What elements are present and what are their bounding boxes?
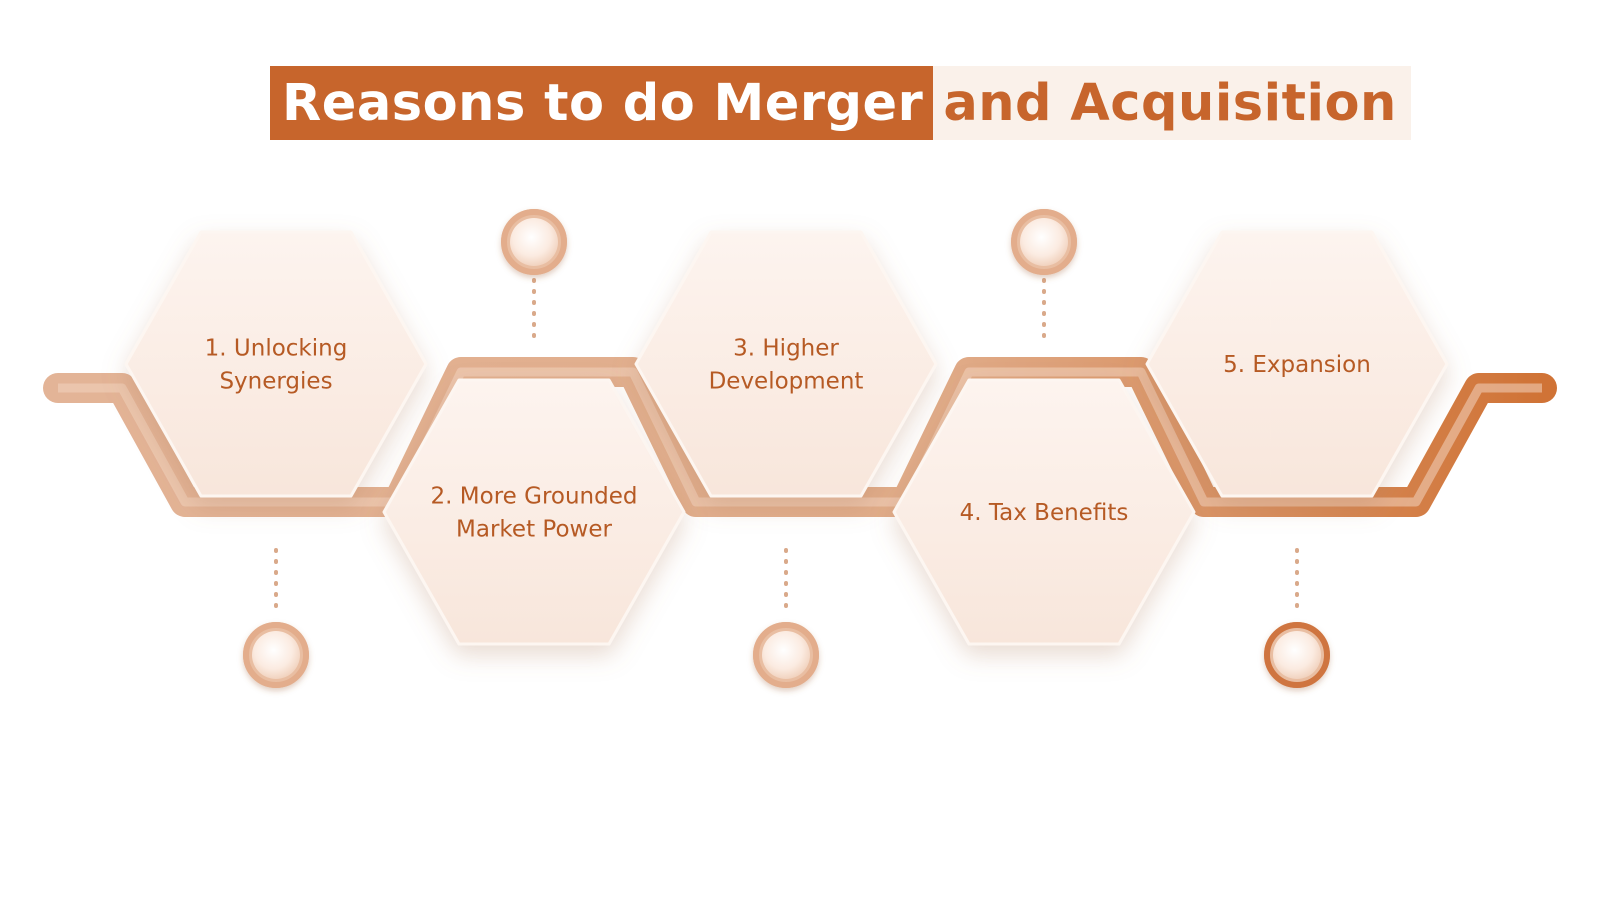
page-title: Reasons to do Merger and Acquisition [270,66,1411,140]
step-marker-2 [501,209,567,275]
step-label-line: Market Power [456,517,612,543]
marker-ring-inner [1011,209,1077,275]
marker-core [1273,631,1321,679]
step-label-line: 3. Higher [733,336,839,362]
marker-core [1020,218,1068,266]
step-label-line: 1. Unlocking [205,336,348,362]
step-marker-3 [753,622,819,688]
title-highlight: Reasons to do Merger [270,66,934,140]
marker-ring-inner [501,209,567,275]
marker-core [510,218,558,266]
marker-ring-inner [1264,622,1330,688]
step-marker-4 [1011,209,1077,275]
hexagon-shape [1145,230,1449,498]
step-label-line: 2. More Grounded [431,484,638,510]
connector-group [243,209,1330,688]
hexagon-shape [382,378,686,646]
step-hexagon-5: 5. Expansion [1145,230,1449,498]
marker-ring-inner [243,622,309,688]
step-label-line: 5. Expansion [1223,352,1371,378]
hexagon-shape [124,230,428,498]
zigzag-ribbon [43,357,1557,517]
step-marker-5 [1264,622,1330,688]
marker-core [252,631,300,679]
step-label-line: Development [709,369,864,395]
title-rest: and Acquisition [933,66,1411,140]
step-hexagon-4: 4. Tax Benefits [892,378,1196,646]
hexagon-shape [892,378,1196,646]
step-label-line: Synergies [219,369,332,395]
step-marker-1 [243,622,309,688]
marker-ring-inner [753,622,819,688]
marker-core [762,631,810,679]
step-label-line: 4. Tax Benefits [960,500,1129,526]
hexagon-shape [634,230,938,498]
